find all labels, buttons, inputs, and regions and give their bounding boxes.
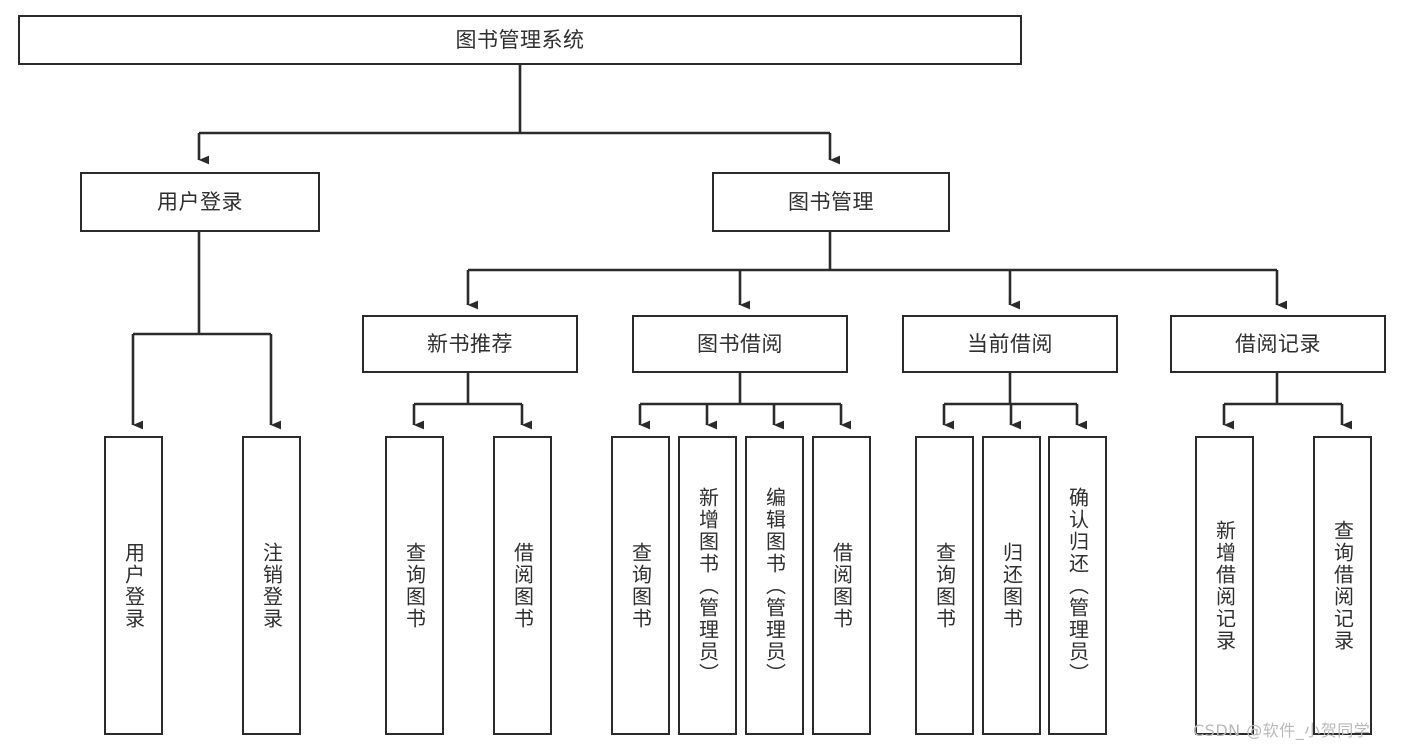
node-label: 注销登录 [259, 541, 284, 630]
watermark-text: CSDN @软件_小贺同学 [1193, 721, 1371, 740]
node-label: 借阅图书 [510, 541, 535, 630]
node-label: 用户登录 [121, 541, 146, 630]
node-label: 图书借阅 [697, 331, 783, 356]
node-book-borrow[interactable]: 图书借阅 [632, 315, 848, 373]
node-label: 新增图书（管理员） [695, 486, 720, 685]
node-label: 借阅图书 [829, 541, 854, 630]
node-label: 查询图书 [402, 541, 427, 630]
node-leaf-user-login[interactable]: 用户登录 [104, 436, 163, 735]
node-label: 查询图书 [932, 541, 957, 630]
node-leaf-confirm-return[interactable]: 确认归还（管理员） [1048, 436, 1107, 735]
node-book-management[interactable]: 图书管理 [712, 172, 950, 232]
node-borrow-record[interactable]: 借阅记录 [1170, 315, 1386, 373]
node-label: 查询借阅记录 [1330, 519, 1355, 652]
node-current-borrow[interactable]: 当前借阅 [902, 315, 1118, 373]
node-leaf-borrow-book-2[interactable]: 借阅图书 [812, 436, 871, 735]
node-leaf-query-record[interactable]: 查询借阅记录 [1313, 436, 1372, 735]
node-label: 确认归还（管理员） [1065, 486, 1090, 685]
node-book-management-system[interactable]: 图书管理系统 [18, 15, 1022, 65]
node-leaf-query-book-1[interactable]: 查询图书 [385, 436, 444, 735]
node-leaf-query-book-3[interactable]: 查询图书 [915, 436, 974, 735]
node-new-book-recommend[interactable]: 新书推荐 [362, 315, 578, 373]
node-label: 当前借阅 [967, 331, 1053, 356]
node-label: 图书管理 [788, 189, 874, 214]
node-label: 编辑图书（管理员） [762, 486, 787, 685]
node-label: 新增借阅记录 [1212, 519, 1237, 652]
node-leaf-query-book-2[interactable]: 查询图书 [611, 436, 670, 735]
node-leaf-add-record[interactable]: 新增借阅记录 [1195, 436, 1254, 735]
node-label: 新书推荐 [427, 331, 513, 356]
node-label: 借阅记录 [1235, 331, 1321, 356]
node-label: 归还图书 [999, 541, 1024, 630]
node-user-login[interactable]: 用户登录 [80, 172, 320, 232]
node-leaf-borrow-book-1[interactable]: 借阅图书 [493, 436, 552, 735]
node-leaf-logout-login[interactable]: 注销登录 [242, 436, 301, 735]
node-leaf-return-book[interactable]: 归还图书 [982, 436, 1041, 735]
node-leaf-add-book[interactable]: 新增图书（管理员） [678, 436, 737, 735]
node-leaf-edit-book[interactable]: 编辑图书（管理员） [745, 436, 804, 735]
node-label: 用户登录 [157, 189, 243, 214]
node-label: 查询图书 [628, 541, 653, 630]
node-label: 图书管理系统 [455, 27, 585, 52]
